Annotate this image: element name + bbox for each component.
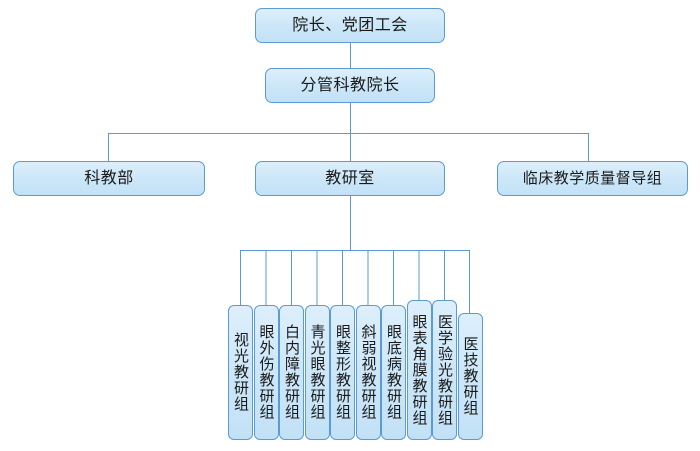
- node-cataract-teaching-group[interactable]: 白内障教研组: [279, 305, 304, 440]
- node-teaching-research-office[interactable]: 教研室: [255, 161, 445, 196]
- node-oculoplastic-teaching-group[interactable]: 眼整形教研组: [330, 305, 355, 440]
- node-medical-optometry-teaching-group[interactable]: 医学验光教研组: [432, 300, 457, 440]
- node-strabismus-amblyopia-teaching-group[interactable]: 斜弱视教研组: [355, 305, 381, 440]
- node-vice-president-academic[interactable]: 分管科教院长: [265, 68, 435, 103]
- node-label: 眼整形教研组: [334, 324, 352, 420]
- node-clinical-teaching-quality-supervision-group[interactable]: 临床教学质量督导组: [497, 161, 688, 196]
- node-medical-technology-teaching-group[interactable]: 医技教研组: [457, 313, 483, 440]
- node-optometry-teaching-group[interactable]: 视光教研组: [228, 305, 253, 440]
- node-ocular-surface-cornea-teaching-group[interactable]: 眼表角膜教研组: [406, 300, 432, 440]
- node-president-party-union[interactable]: 院长、党团工会: [255, 8, 445, 43]
- node-label: 分管科教院长: [300, 75, 400, 95]
- node-label: 医技教研组: [461, 336, 480, 416]
- node-label: 斜弱视教研组: [359, 324, 378, 420]
- node-label: 教研室: [325, 168, 375, 188]
- node-label: 医学验光教研组: [436, 313, 454, 426]
- node-label: 院长、党团工会: [292, 15, 408, 35]
- node-label: 视光教研组: [232, 332, 250, 412]
- node-fundus-disease-teaching-group[interactable]: 眼底病教研组: [381, 305, 406, 440]
- node-label: 青光眼教研组: [308, 324, 327, 420]
- node-label: 白内障教研组: [283, 324, 301, 420]
- node-label: 眼表角膜教研组: [410, 313, 429, 426]
- node-label: 眼底病教研组: [385, 324, 403, 420]
- node-label: 科教部: [84, 168, 134, 188]
- node-ocular-trauma-teaching-group[interactable]: 眼外伤教研组: [253, 305, 279, 440]
- node-glaucoma-teaching-group[interactable]: 青光眼教研组: [304, 305, 330, 440]
- node-label: 眼外伤教研组: [257, 324, 276, 420]
- node-science-education-department[interactable]: 科教部: [13, 161, 205, 196]
- node-label: 临床教学质量督导组: [522, 168, 663, 187]
